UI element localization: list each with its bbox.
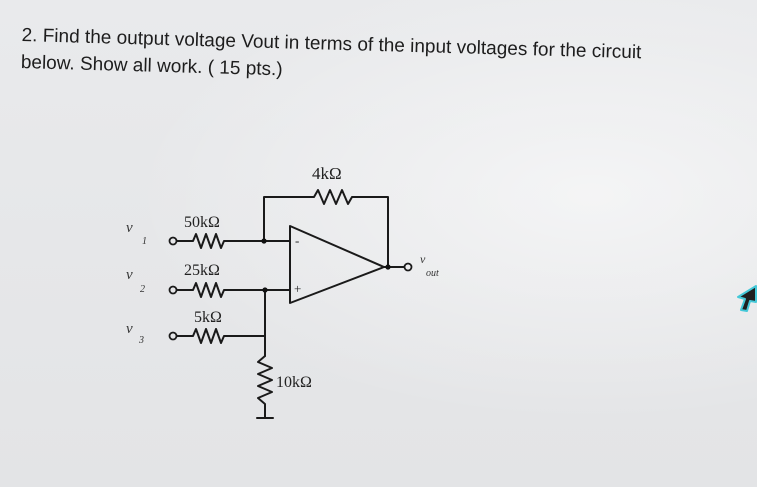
feedback-wire-left: [263, 196, 311, 242]
v3-subscript: 3: [138, 335, 144, 346]
feedback-resistor: [309, 189, 359, 205]
v3-terminal: [168, 331, 178, 341]
junction-dot-output: [385, 264, 391, 270]
v2-label: v: [126, 267, 133, 283]
v1-terminal: [168, 236, 178, 246]
v3-label: v: [126, 321, 133, 337]
mouse-cursor-icon: [737, 285, 757, 312]
op-amp-triangle: [289, 225, 385, 304]
v2-terminal: [168, 285, 178, 295]
plus-sign: +: [294, 281, 301, 296]
vout-terminal: [403, 262, 413, 272]
r-feedback-label: 4kΩ: [312, 164, 342, 183]
vout-label: v: [420, 252, 426, 266]
v2-subscript: 2: [140, 284, 145, 295]
r3-label: 5kΩ: [194, 309, 222, 326]
junction-dot-noninverting: [262, 287, 268, 293]
junction-dot-inverting: [261, 238, 267, 244]
vout-subscript: out: [426, 268, 439, 279]
r2-label: 25kΩ: [184, 262, 220, 279]
r-ground-label: 10kΩ: [276, 374, 312, 391]
v1-label: v: [126, 220, 133, 236]
r2-resistor: [176, 282, 266, 298]
r1-resistor: [176, 233, 265, 249]
r3-resistor: [176, 328, 266, 344]
v1-subscript: 1: [142, 236, 147, 247]
r1-label: 50kΩ: [184, 214, 220, 231]
ground-resistor: [257, 355, 273, 419]
minus-sign: -: [295, 233, 299, 248]
feedback-wire-right: [357, 196, 389, 268]
